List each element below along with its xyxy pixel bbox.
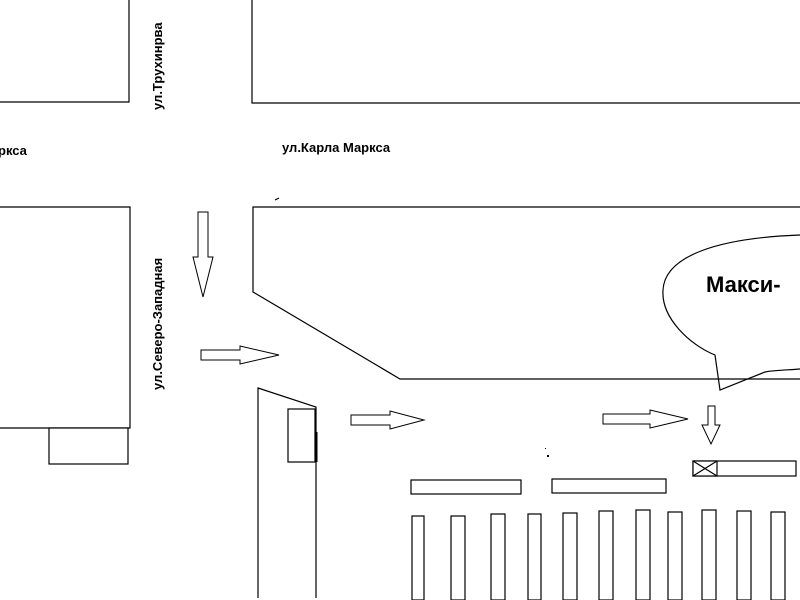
- parking-stall: [667, 511, 683, 600]
- parking-stall: [450, 515, 466, 600]
- callout-text: Макси-: [706, 272, 781, 297]
- arrow-right-middle: [350, 410, 426, 430]
- street-label-severo-zapadnaya: ул.Северо-Западная: [150, 258, 165, 390]
- parking-stall: [527, 513, 542, 600]
- dot-mark-1: [547, 455, 549, 457]
- callout-bubble: [662, 234, 800, 391]
- parking-stall: [701, 509, 717, 600]
- street-label-karla-marksa-partial: ркса: [0, 143, 28, 158]
- block-left: [0, 206, 131, 429]
- arrow-down-north-west-street: [192, 211, 214, 298]
- parking-bar-2: [551, 478, 667, 494]
- building-maksi: [252, 206, 800, 380]
- parking-stall: [490, 513, 506, 600]
- parking-stall: [770, 511, 786, 600]
- parking-stall: [598, 510, 614, 600]
- street-label-trukhinrva: ул.Трухинрва: [150, 22, 165, 110]
- parking-stall: [736, 510, 752, 600]
- entrance-x-icon-line-2: [692, 460, 718, 477]
- building-narrow: [257, 387, 317, 598]
- block-left-annex: [48, 427, 129, 465]
- parking-bar-1: [410, 479, 522, 495]
- dot-mark-2: [545, 448, 546, 449]
- arrow-right-intersection: [200, 345, 280, 365]
- arrow-down-lot: [701, 405, 721, 446]
- parking-stall: [562, 512, 578, 600]
- building-maksi-tick: [274, 197, 280, 201]
- block-top-right: [251, 0, 800, 104]
- street-label-karla-marksa: ул.Карла Маркса: [282, 140, 391, 155]
- building-narrow-entrance: [287, 408, 316, 463]
- parking-stall: [635, 509, 651, 600]
- block-top-left: [0, 0, 130, 103]
- parking-stall: [411, 515, 425, 600]
- arrow-right-lot: [602, 409, 689, 429]
